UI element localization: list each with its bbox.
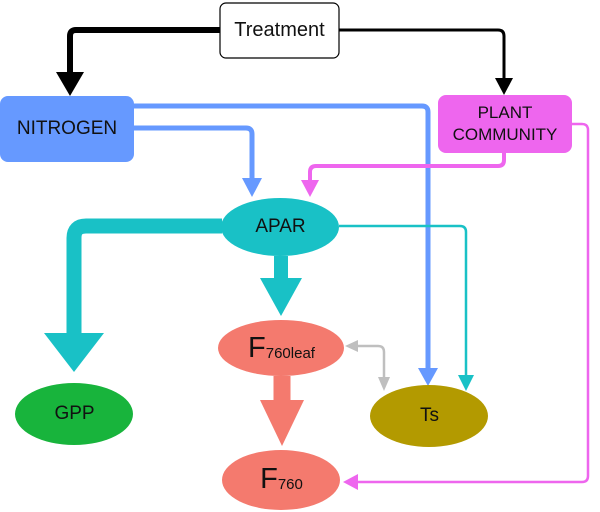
edge-treatment-to-plant-community (339, 28, 506, 80)
edge-f760leaf-ts-correlation (356, 344, 386, 378)
arrowhead-treatment-to-plant-community (495, 78, 513, 95)
arrowhead-apar-to-ts (458, 375, 474, 391)
node-plant-community (438, 95, 572, 153)
node-gpp (15, 383, 133, 445)
arrowhead-nitrogen-to-apar (242, 178, 262, 197)
node-f760 (222, 450, 340, 510)
arrowhead-apar-to-gpp (44, 333, 104, 372)
node-ts (370, 385, 488, 447)
arrowhead-plant-community-to-f760 (343, 474, 358, 490)
node-f760leaf (218, 320, 344, 376)
arrowhead-plant-community-to-apar (301, 180, 319, 197)
arrowhead-correlation-to-f760leaf (345, 340, 358, 352)
edge-nitrogen-to-apar (134, 125, 255, 180)
node-treatment (219, 2, 340, 59)
arrowhead-f760leaf-to-f760 (260, 400, 304, 446)
arrowhead-apar-to-f760leaf (260, 278, 302, 316)
edge-plant-community-to-apar (308, 153, 506, 182)
arrowhead-treatment-to-nitrogen (56, 72, 84, 96)
arrowhead-nitrogen-to-ts (418, 368, 438, 386)
edge-nitrogen-to-ts (134, 103, 431, 370)
node-nitrogen (0, 96, 134, 162)
node-apar (221, 198, 339, 256)
edge-apar-to-ts (339, 224, 468, 377)
arrowhead-correlation-to-ts (378, 377, 390, 391)
edge-apar-to-gpp (66, 218, 222, 335)
edge-treatment-to-nitrogen (67, 27, 220, 74)
edge-plant-community-to-f760 (356, 122, 590, 484)
